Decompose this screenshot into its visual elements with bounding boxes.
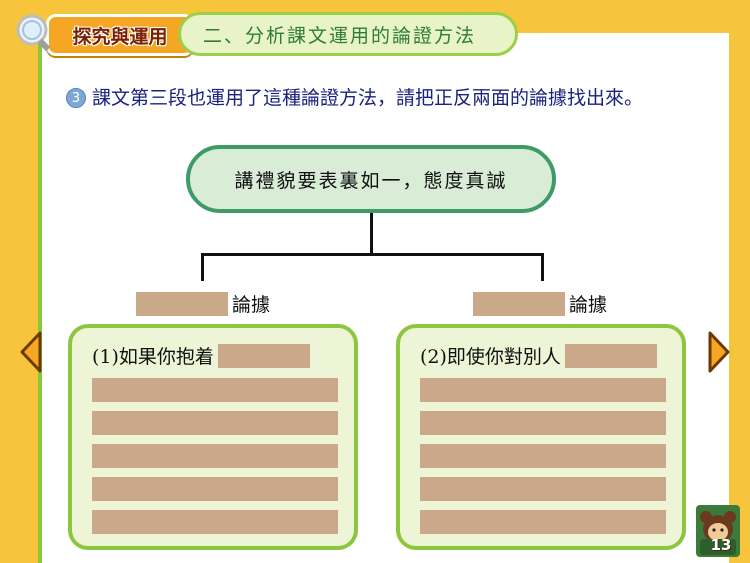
right-argument-label: 論據	[473, 290, 607, 317]
left-tag-text: 論據	[232, 294, 271, 316]
magnifier-icon	[16, 14, 51, 52]
arrow-left-icon[interactable]	[18, 330, 44, 374]
right-tag-blank[interactable]	[473, 291, 565, 316]
page-number: 13	[710, 536, 732, 554]
page-title: 二、分析課文運用的論證方法	[203, 24, 477, 47]
arrow-right-icon[interactable]	[706, 330, 732, 374]
left-argument-label: 論據	[136, 290, 270, 317]
left-head-blank[interactable]	[217, 343, 310, 368]
right-answer-line[interactable]	[420, 477, 666, 501]
right-argument-card: (2)即使你對別人	[396, 324, 686, 550]
left-answer-line[interactable]	[92, 411, 338, 435]
left-answer-line[interactable]	[92, 477, 338, 501]
connector-horizontal	[201, 253, 544, 256]
right-tag-text: 論據	[569, 294, 608, 316]
question-text: 課文第三段也運用了這種論證方法，請把正反兩面的論據找出來。	[92, 87, 644, 109]
right-answer-line[interactable]	[420, 444, 666, 468]
right-answer-line[interactable]	[420, 378, 666, 402]
question: 3 課文第三段也運用了這種論證方法，請把正反兩面的論據找出來。	[66, 84, 708, 112]
page-title-bar: 二、分析課文運用的論證方法	[178, 12, 518, 56]
right-card-header: (2)即使你對別人	[420, 342, 657, 369]
right-head-blank[interactable]	[564, 343, 657, 368]
connector-right-drop	[541, 253, 544, 281]
right-answer-line[interactable]	[420, 510, 666, 534]
badge-background: 探究與運用	[46, 14, 194, 56]
left-answer-line[interactable]	[92, 378, 338, 402]
claim-text: 講禮貌要表裏如一，態度真誠	[234, 169, 508, 192]
right-answer-line[interactable]	[420, 411, 666, 435]
claim-box: 講禮貌要表裏如一，態度真誠	[186, 145, 556, 213]
left-answer-line[interactable]	[92, 510, 338, 534]
left-item-text: (1)如果你抱着	[92, 346, 214, 368]
right-item-text: (2)即使你對別人	[420, 346, 561, 368]
left-answer-line[interactable]	[92, 444, 338, 468]
section-badge: 探究與運用	[10, 8, 194, 56]
left-tag-blank[interactable]	[136, 291, 228, 316]
badge-label: 探究與運用	[72, 25, 168, 48]
left-argument-card: (1)如果你抱着	[68, 324, 358, 550]
connector-vertical	[370, 213, 373, 255]
connector-left-drop	[201, 253, 204, 281]
left-card-header: (1)如果你抱着	[92, 342, 310, 369]
bear-mascot-icon	[696, 505, 740, 557]
question-number-badge: 3	[66, 88, 86, 108]
